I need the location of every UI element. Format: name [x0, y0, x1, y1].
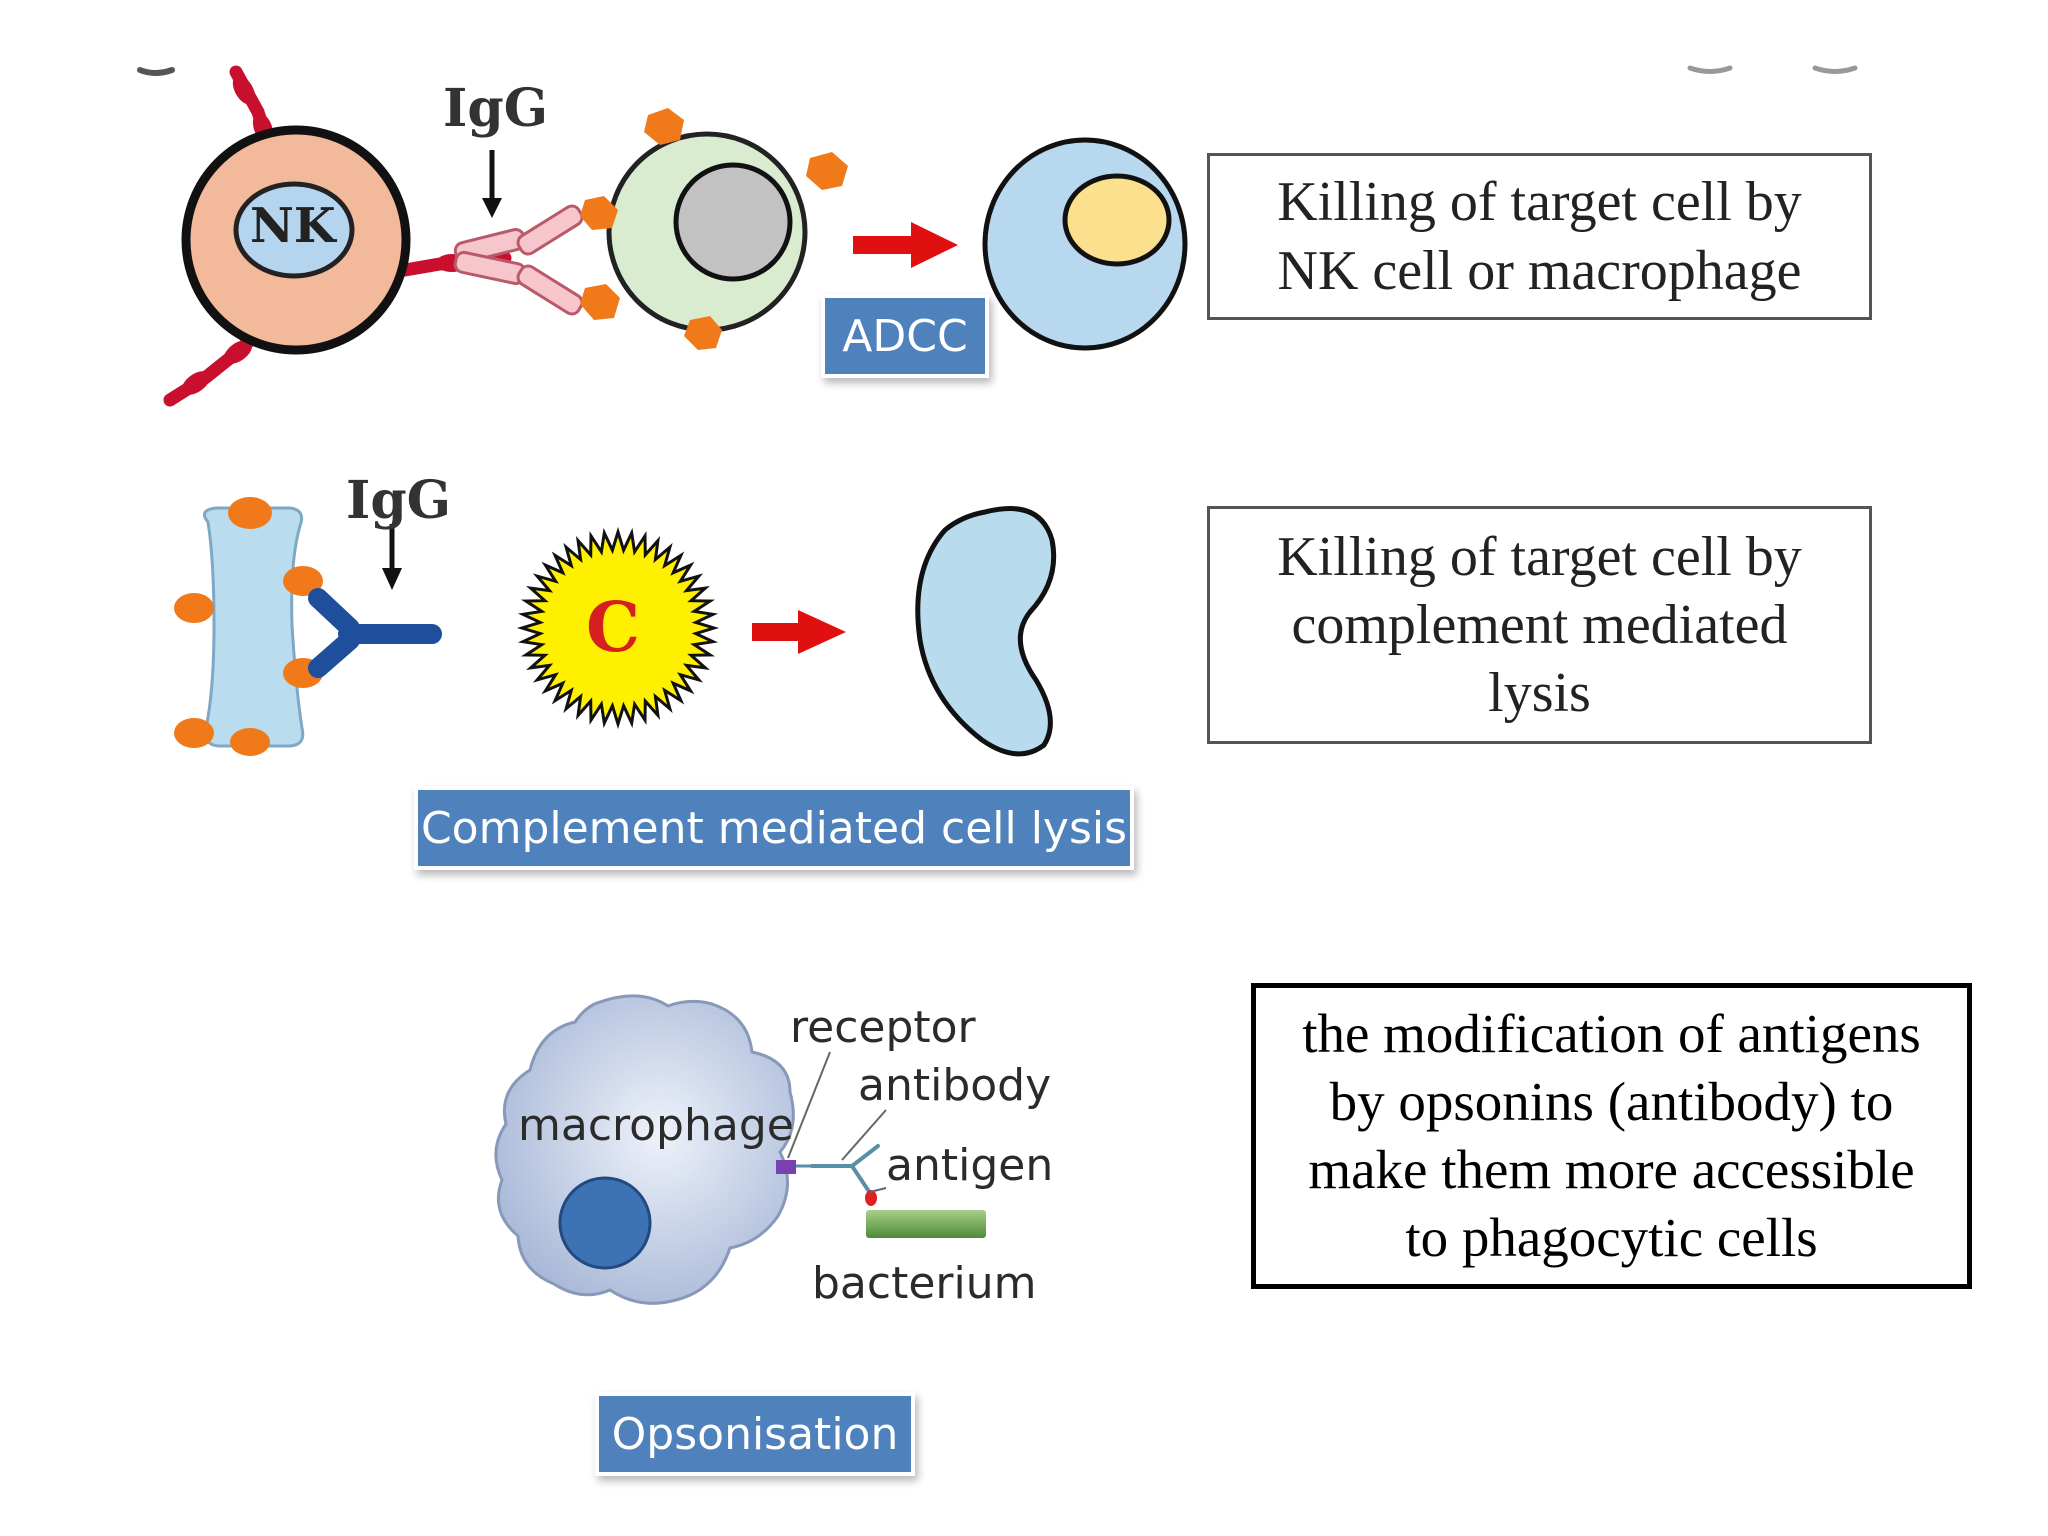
adcc-tag: ADCC [825, 298, 985, 374]
lysed-cell [915, 506, 1057, 757]
complement-tag: Complement mediated cell lysis [418, 790, 1130, 866]
complement-description: Killing of target cell by complement med… [1207, 506, 1872, 744]
killed-cell-nucleus [1062, 173, 1172, 267]
adcc-igg-label: IgG [443, 78, 549, 139]
opsonisation-description: the modification of antigens by opsonins… [1251, 983, 1972, 1289]
complement-description-line-3: lysis [1488, 662, 1591, 725]
complement-target-cell [202, 506, 305, 748]
receptor-marker [776, 1160, 796, 1174]
nk-nucleus [233, 181, 355, 279]
receptor-label: receptor [790, 1002, 976, 1053]
adcc-illustration [163, 65, 1188, 407]
complement-antigens [174, 497, 323, 756]
opsonisation-description-line-1: the modification of antigens [1302, 1002, 1921, 1064]
complement-igg-label: IgG [346, 470, 452, 531]
bacterium-label: bacterium [812, 1258, 1037, 1309]
opsonisation-illustration [494, 994, 986, 1305]
adcc-description-line-1: Killing of target cell by [1277, 171, 1802, 234]
opsonisation-description-line-4: to phagocytic cells [1405, 1207, 1818, 1269]
adcc-description: Killing of target cell by NK cell or mac… [1207, 153, 1872, 320]
antigen-label: antigen [886, 1140, 1054, 1191]
opsonisation-tag: Opsonisation [599, 1396, 911, 1472]
bacterium [866, 1210, 986, 1238]
complement-description-line-1: Killing of target cell by [1277, 525, 1802, 588]
adcc-description-line-2: NK cell or macrophage [1277, 239, 1802, 302]
target-antigens [580, 108, 848, 350]
complement-c-label: C [586, 588, 641, 668]
complement-star [516, 526, 720, 730]
opsonisation-description-line-2: by opsonins (antibody) to [1329, 1070, 1894, 1132]
igg-antibody-blue [308, 588, 442, 678]
igg-antibody-pink [453, 204, 584, 316]
adcc-arrow [853, 222, 958, 268]
nk-label: NK [250, 198, 336, 254]
macrophage-label: macrophage [518, 1100, 794, 1151]
target-nucleus [673, 162, 793, 282]
complement-arrow [752, 610, 846, 654]
antibody-label: antibody [858, 1060, 1052, 1111]
antigen-marker [865, 1190, 877, 1206]
complement-illustration [174, 497, 1057, 757]
opsonisation-description-line-3: make them more accessible [1308, 1139, 1915, 1200]
complement-description-line-2: complement mediated [1291, 593, 1788, 656]
opsonin-antibody [810, 1144, 880, 1192]
macrophage-nucleus [558, 1176, 652, 1270]
